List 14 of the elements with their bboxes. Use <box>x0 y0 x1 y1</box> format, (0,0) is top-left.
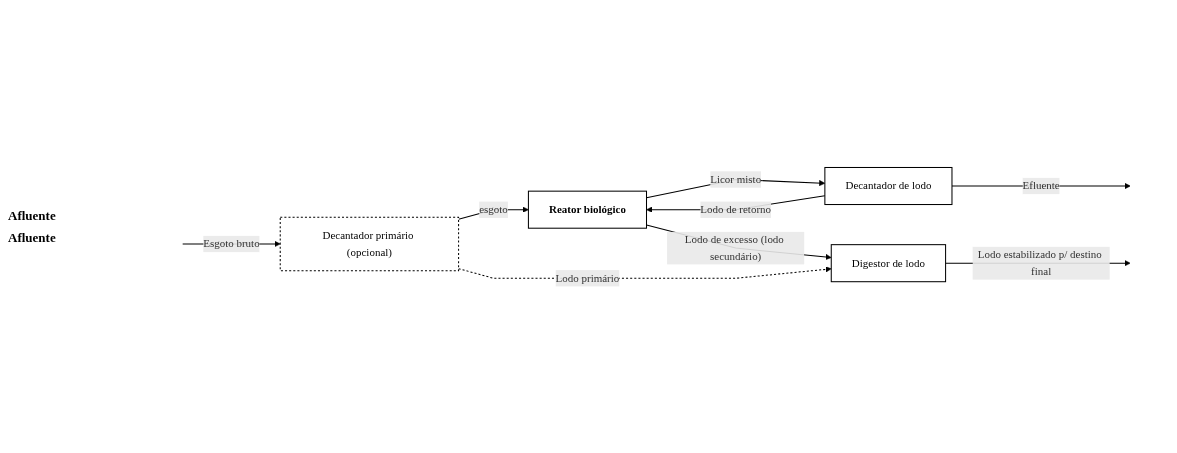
edge-label: Lodo de retorno <box>700 203 772 215</box>
note-label: Afluente <box>8 207 57 224</box>
edge-label: Lodo de excesso (lodo secundário) <box>684 233 784 262</box>
node-box: Decantador de lodo <box>824 166 953 205</box>
node-box: Digestor de lodo <box>830 243 947 282</box>
edge-label: Efluente <box>1022 179 1060 191</box>
node-box: Decantador primário (opcional) <box>279 216 460 271</box>
edge-label: Esgoto bruto <box>203 237 260 249</box>
edge-label: esgoto <box>479 203 508 215</box>
node-box: Reator biológico <box>527 190 647 229</box>
edge-label: Lodo estabilizado p/ destino final <box>977 248 1102 277</box>
edge-label: Licor misto <box>710 172 762 185</box>
edge-label: Lodo primário <box>555 271 620 284</box>
note-label: Afluente <box>8 229 57 246</box>
